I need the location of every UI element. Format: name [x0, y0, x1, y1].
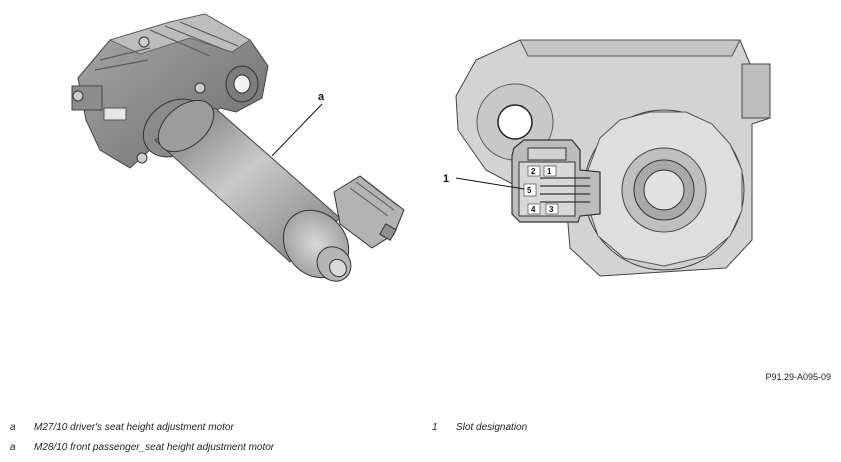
housing-side-block	[741, 63, 771, 119]
motor-rear-boss	[329, 258, 347, 278]
output-shaft-bore-inner	[233, 74, 251, 94]
callout-1: 1	[443, 173, 449, 185]
legend-item-passenger-motor: a M28/10 front passenger_seat height adju…	[10, 442, 274, 453]
legend-item-slot-designation: 1 Slot designation	[432, 422, 527, 433]
svg-text:1: 1	[547, 167, 552, 176]
screw-1	[138, 36, 150, 48]
legend-item-driver-motor: a M27/10 driver's seat height adjustment …	[10, 422, 234, 433]
mounting-hole	[497, 104, 533, 140]
pin-label-1: 1	[543, 165, 557, 177]
motor-connector-latch	[349, 177, 399, 217]
svg-text:2: 2	[531, 167, 536, 176]
socket-key	[527, 147, 567, 161]
legend-text: M28/10 front passenger_seat height adjus…	[34, 442, 275, 453]
connector-end-view: 1 2 3 4 5	[455, 39, 771, 277]
motor-connector-tab	[379, 223, 397, 241]
legend-text: M27/10 driver's seat height adjustment m…	[34, 422, 234, 433]
socket-contacts	[540, 177, 590, 203]
housing-top-edge	[519, 39, 741, 57]
screw-4	[136, 152, 148, 164]
bearing-shaft	[643, 169, 685, 211]
motor-cylinder-front-ring	[157, 99, 215, 153]
seat-height-motor-view	[71, 13, 405, 282]
svg-text:5: 5	[527, 186, 532, 195]
screw-3	[194, 82, 206, 94]
svg-text:3: 3	[549, 205, 554, 214]
pin-label-4: 4	[527, 203, 541, 215]
pin-label-3: 3	[545, 203, 559, 215]
legend-key: a	[10, 442, 16, 453]
leader-line-1	[455, 177, 525, 190]
callout-a: a	[318, 91, 325, 103]
legend-key: a	[10, 422, 16, 433]
svg-text:4: 4	[531, 205, 536, 214]
leader-line-a	[271, 103, 323, 157]
pin-label-2: 2	[527, 165, 541, 177]
screw-2	[72, 90, 84, 102]
housing-slot	[103, 107, 127, 121]
legend-key: 1	[432, 422, 438, 433]
figure-id: P91.29-A095-09	[765, 372, 831, 382]
legend-text: Slot designation	[456, 422, 528, 433]
gearbox-ribs	[94, 21, 239, 71]
pin-label-5: 5	[523, 183, 537, 197]
